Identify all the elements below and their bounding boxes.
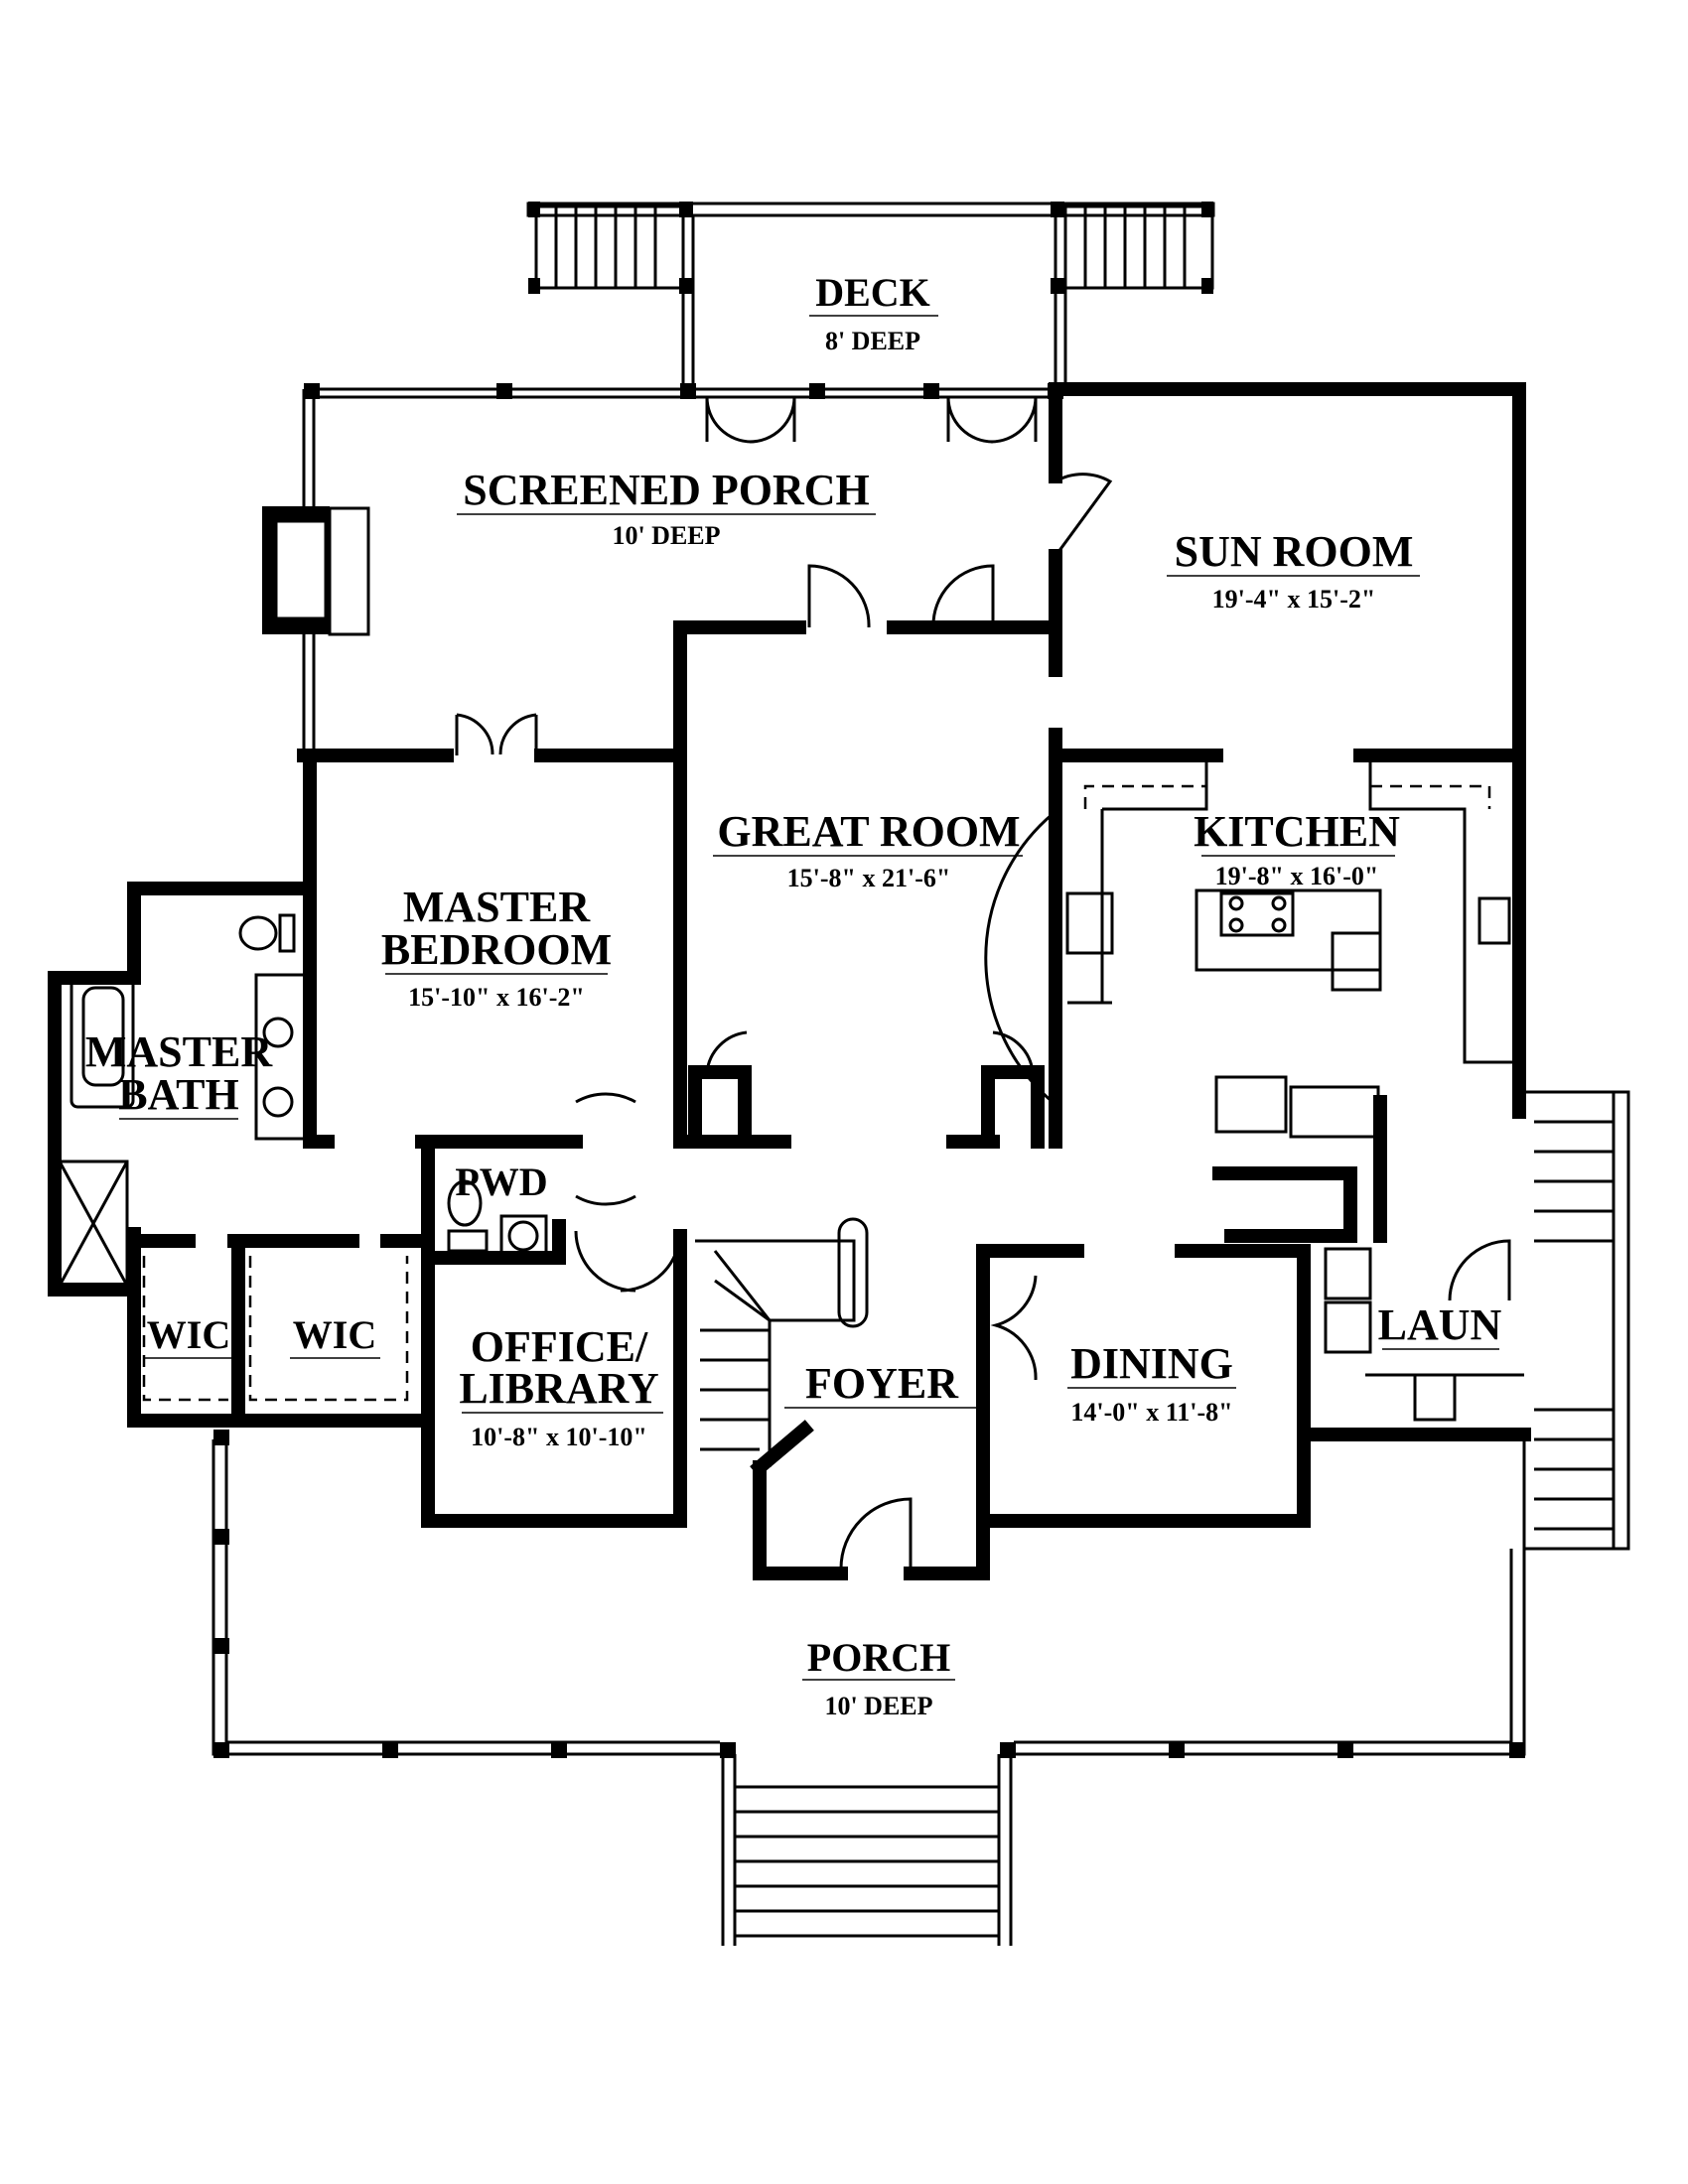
powder-label: PWD [455, 1160, 547, 1204]
great-room-label: GREAT ROOM [717, 807, 1020, 856]
bathtub [70, 976, 135, 1109]
office-dims: 10'-8" x 10'-10" [471, 1423, 647, 1451]
porch-label: PORCH [807, 1635, 950, 1680]
kitchen-sink [1065, 891, 1114, 955]
foyer-label: FOYER [805, 1359, 959, 1408]
cooktop [1219, 891, 1295, 937]
kitchen-label: KITCHEN [1194, 807, 1400, 856]
powder-fixtures [447, 1179, 548, 1258]
porch-dims: 10' DEEP [824, 1692, 932, 1720]
master-bath-fixtures [58, 913, 308, 1288]
side-stairs[interactable] [1524, 1090, 1630, 1551]
appliance [1289, 1085, 1380, 1139]
screened-porch: SCREENED PORCH 10' DEEP [262, 383, 1063, 755]
front-porch: PORCH 10' DEEP [211, 1430, 1526, 1758]
deck-stairs-left [528, 202, 693, 294]
laundry-fixtures [1324, 1239, 1524, 1422]
vanity [254, 973, 308, 1141]
screened-porch-dims: 10' DEEP [612, 521, 720, 550]
office-label-1: OFFICE/ [471, 1322, 648, 1371]
sun-room-dims: 19'-4" x 15'-2" [1212, 585, 1376, 614]
kitchen-dims: 19'-8" x 16'-0" [1215, 862, 1379, 890]
wic-1-label: WIC [147, 1312, 230, 1357]
french-doors[interactable] [705, 396, 1038, 444]
staircase[interactable] [695, 1217, 869, 1467]
walls [48, 382, 1531, 1580]
deck-dims: 8' DEEP [825, 327, 920, 355]
deck-label: DECK [815, 270, 930, 315]
toilet [238, 915, 278, 951]
master-bath-label-2: BATH [118, 1070, 238, 1119]
wic-shelving [142, 1256, 409, 1402]
master-bath-label-1: MASTER [85, 1027, 273, 1076]
prep-sink [1477, 896, 1511, 945]
kitchen-island [1195, 888, 1382, 972]
dining-dims: 14'-0" x 11'-8" [1070, 1398, 1232, 1427]
wic-2-label: WIC [293, 1312, 376, 1357]
appliance [1214, 1075, 1288, 1134]
master-bedroom-label-1: MASTER [403, 883, 591, 931]
deck-stairs-right [1051, 202, 1214, 294]
laundry-label: LAUN [1378, 1300, 1502, 1349]
master-bedroom-label-2: BEDROOM [381, 925, 612, 974]
range [1331, 931, 1382, 992]
dining-label: DINING [1070, 1339, 1233, 1388]
screened-porch-label: SCREENED PORCH [463, 466, 870, 514]
office-label-2: LIBRARY [459, 1364, 658, 1413]
sun-room-label: SUN ROOM [1175, 527, 1414, 576]
fireplace [262, 506, 370, 636]
great-room-dims: 15'-8" x 21'-6" [787, 864, 951, 892]
door-swings [455, 473, 1113, 1570]
deck: DECK 8' DEEP [526, 202, 1215, 389]
shower [58, 1160, 129, 1288]
front-stairs[interactable] [721, 1754, 1013, 1946]
master-bedroom-dims: 15'-10" x 16'-2" [408, 983, 585, 1012]
